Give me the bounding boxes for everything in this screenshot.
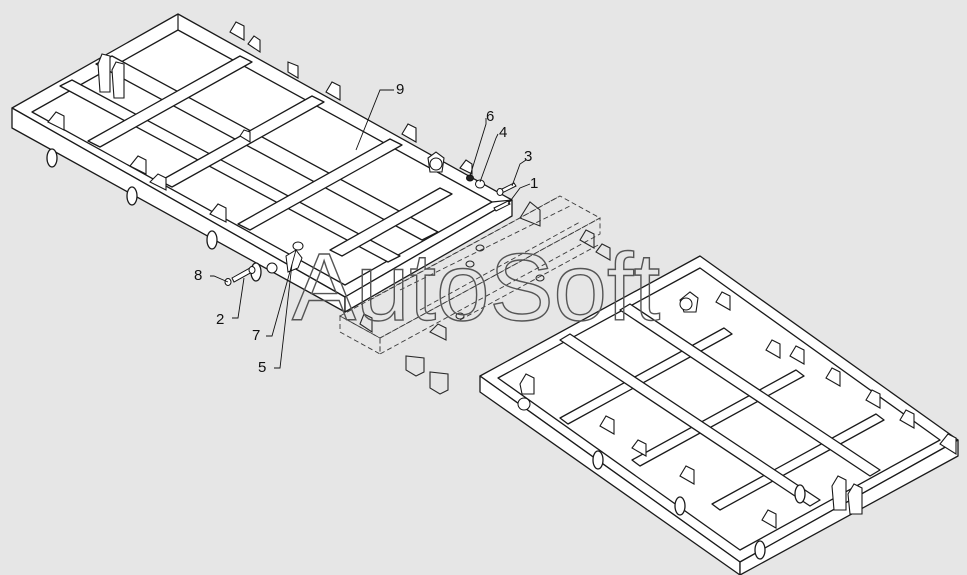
- main-frame-right-face: [344, 199, 513, 313]
- part-5-plate: [285, 249, 303, 273]
- part-3-bolt: [496, 182, 517, 196]
- right-frame-front-face: [479, 375, 741, 575]
- brackets-right-frame: [519, 291, 957, 529]
- right-beam-1: [559, 333, 821, 507]
- pivot-right-frame-2: [679, 297, 693, 311]
- callouts: 9 6 4 3 1 8 2 7 5: [194, 81, 538, 376]
- callout-1: 1: [530, 175, 538, 192]
- right-frame-inner: [497, 267, 941, 551]
- cross-member-3: [237, 138, 403, 231]
- callout-5: 5: [258, 359, 266, 376]
- leader-lines: [210, 89, 531, 369]
- callout-9: 9: [396, 81, 404, 98]
- pivot-right: [429, 157, 443, 171]
- part-4-washer: [475, 179, 485, 189]
- right-frame: [479, 255, 959, 575]
- cross-member-2: [159, 95, 325, 188]
- cross-member-1: [87, 55, 253, 148]
- right-beam-2: [619, 303, 881, 477]
- main-frame: [11, 13, 513, 313]
- callout-7: 7: [252, 327, 260, 344]
- middle-section-ghost: [339, 195, 611, 395]
- cross-member-4: [329, 187, 453, 257]
- rollers-right: [592, 450, 806, 560]
- callout-2: 2: [216, 311, 224, 328]
- pivot-right-frame: [517, 397, 531, 411]
- brackets-left-rail: [47, 53, 251, 223]
- watermark-text: AutoSoft: [292, 234, 660, 341]
- fasteners: [224, 174, 517, 286]
- pivot-front: [266, 262, 278, 274]
- brackets-back-rail: [229, 21, 473, 175]
- part-1-pin: [493, 200, 511, 212]
- part-7-washer: [292, 241, 304, 251]
- callout-3: 3: [524, 148, 532, 165]
- callout-4: 4: [499, 124, 507, 141]
- callout-8: 8: [194, 267, 202, 284]
- callout-6: 6: [486, 108, 494, 125]
- part-2-bolt: [231, 266, 256, 283]
